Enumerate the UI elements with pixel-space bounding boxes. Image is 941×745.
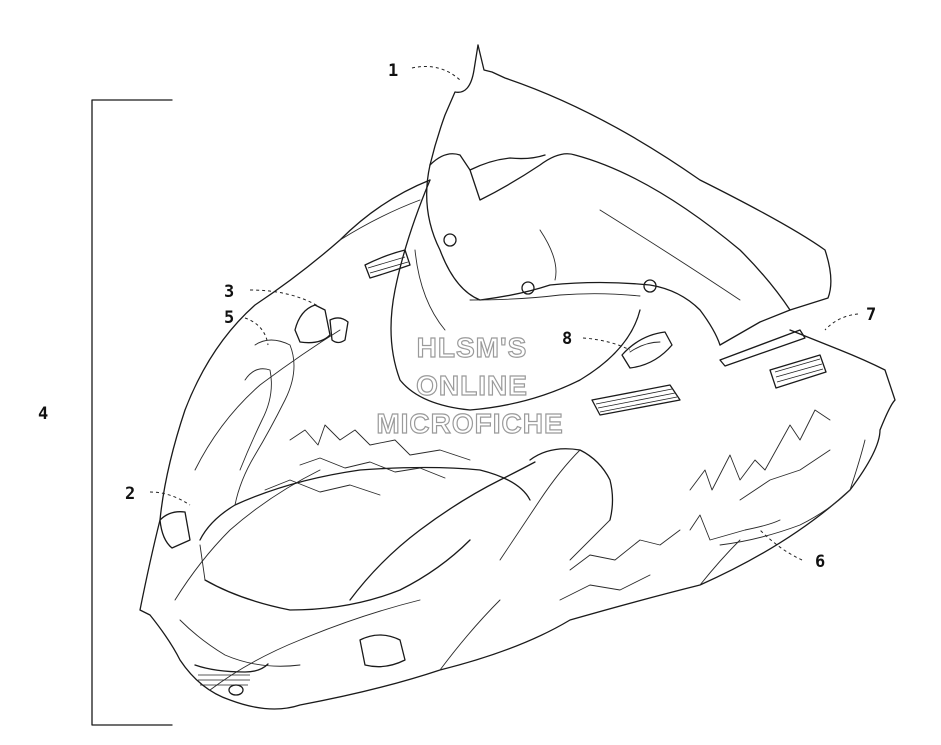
callout-3: 3 — [224, 282, 234, 302]
hood-vent-grille — [364, 249, 681, 416]
callout-7: 7 — [866, 305, 876, 325]
callout-2: 2 — [125, 484, 135, 504]
callout-labels: 1 2 3 4 5 6 7 8 — [38, 61, 876, 572]
decal-left — [234, 339, 471, 506]
decal-right — [559, 409, 851, 601]
emblem-decal — [621, 331, 673, 369]
callout-leaders — [149, 66, 859, 561]
callout-6: 6 — [815, 552, 825, 572]
instrument-pod — [390, 153, 791, 411]
decal-side-logo — [719, 329, 827, 389]
watermark-line-1: HLSM'S — [417, 332, 528, 363]
watermark-line-2: ONLINE — [416, 370, 528, 401]
watermark-line-3: MICROFICHE — [376, 408, 563, 439]
watermark: HLSM'S ONLINE MICROFICHE — [376, 331, 564, 439]
nose-section — [159, 466, 531, 696]
callout-1: 1 — [388, 61, 398, 81]
callout-4: 4 — [38, 404, 48, 424]
windshield — [429, 44, 832, 346]
assembly-bracket — [91, 99, 173, 726]
hood-center-ridge — [349, 448, 614, 601]
callout-5: 5 — [224, 308, 234, 328]
callout-8: 8 — [562, 329, 572, 349]
side-vent — [294, 304, 349, 344]
